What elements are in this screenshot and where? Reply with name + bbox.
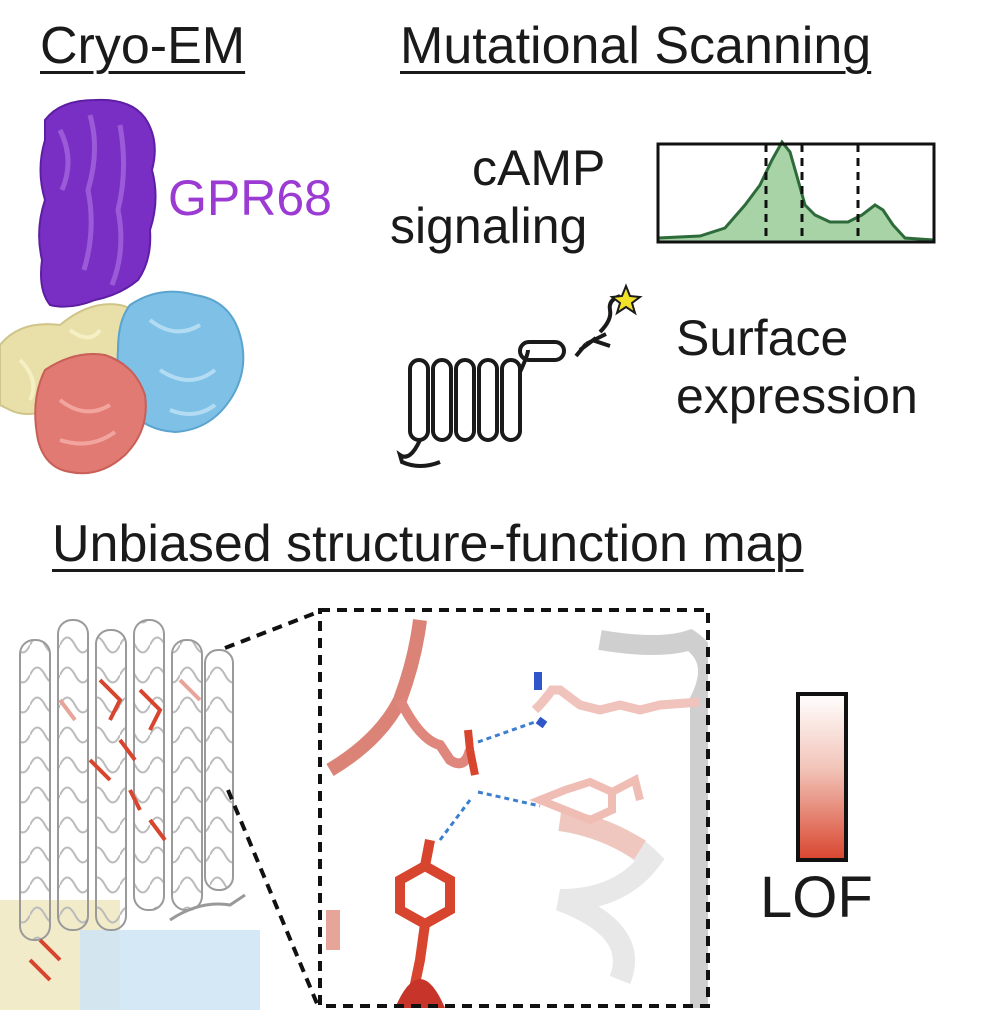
lof-label: LOF: [760, 865, 873, 930]
zoom-connector-top: [224, 610, 319, 650]
receptor-ribbon-structure: [0, 619, 260, 1010]
gpr68-density: [38, 98, 157, 308]
mutational-scanning-heading: Mutational Scanning: [400, 17, 872, 75]
g-gamma-subunit: [34, 353, 147, 475]
expression-label: expression: [676, 368, 918, 424]
antibody: [574, 332, 611, 358]
lof-color-scale: [796, 692, 848, 862]
camp-label: cAMP: [472, 140, 606, 196]
surface-label: Surface: [676, 310, 849, 366]
gpcr-schematic: [396, 294, 621, 468]
histogram-density: [656, 139, 936, 244]
zoom-inset: [326, 619, 708, 1008]
zoom-connector-bottom: [226, 789, 320, 1007]
signaling-label: signaling: [390, 198, 588, 254]
fluorophore-star-icon: [609, 283, 643, 316]
structure-function-map-heading: Unbiased structure-function map: [52, 515, 804, 573]
gpr68-label: GPR68: [168, 170, 332, 226]
cryo-em-heading: Cryo-EM: [40, 17, 246, 75]
epitope-tag: [518, 340, 566, 362]
zoom-inset-frame: [318, 608, 710, 1008]
backbone-ribbon: [326, 619, 427, 777]
cryo-em-density-map: [0, 98, 245, 475]
camp-histogram: [656, 139, 936, 244]
histogram-frame: [656, 142, 936, 244]
